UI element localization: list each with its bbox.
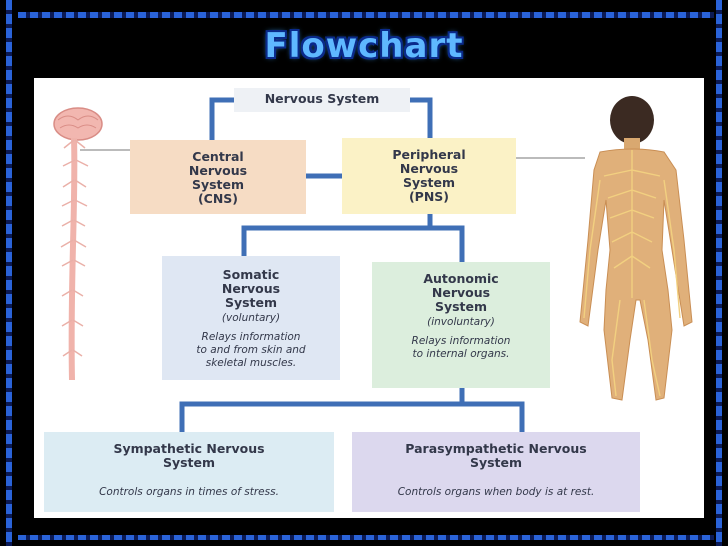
- decorative-border-left: [6, 0, 12, 546]
- node-cns: Central Nervous System (CNS): [130, 140, 306, 214]
- node-parasympathetic-description: Controls organs when body is at rest.: [397, 486, 595, 498]
- node-parasympathetic-title: Parasympathetic Nervous System: [405, 441, 587, 470]
- node-cns-title: Central Nervous System (CNS): [188, 149, 248, 206]
- connector-ns-right: [407, 97, 433, 141]
- node-sympathetic-description: Controls organs in times of stress.: [99, 486, 279, 498]
- node-nervous-system-title: Nervous System: [264, 91, 380, 106]
- node-autonomic-title: Autonomic Nervous System: [423, 271, 499, 314]
- decorative-border-right: [716, 0, 722, 546]
- node-somatic-description: Relays information to and from skin and …: [196, 331, 306, 369]
- node-autonomic-qualifier: (involuntary): [427, 316, 495, 328]
- node-pns: Peripheral Nervous System (PNS): [342, 138, 516, 214]
- brain-spinal-cord-illustration: [53, 107, 103, 381]
- node-nervous-system: Nervous System: [234, 88, 410, 112]
- node-somatic: Somatic Nervous System (voluntary) Relay…: [162, 256, 340, 380]
- node-somatic-qualifier: (voluntary): [221, 312, 281, 324]
- node-parasympathetic: Parasympathetic Nervous System Controls …: [352, 432, 640, 512]
- node-autonomic-description: Relays information to internal organs.: [411, 335, 511, 360]
- slide-title: Flowchart: [264, 26, 464, 66]
- node-sympathetic: Sympathetic Nervous System Controls orga…: [44, 432, 334, 512]
- decorative-border-bottom: [18, 535, 714, 540]
- node-somatic-title: Somatic Nervous System: [221, 267, 281, 310]
- decorative-border-top: [18, 12, 714, 18]
- node-sympathetic-title: Sympathetic Nervous System: [113, 441, 265, 470]
- node-pns-title: Peripheral Nervous System (PNS): [392, 147, 466, 204]
- connector-ns-left: [209, 97, 237, 143]
- human-body-nerves-illustration: [579, 96, 693, 401]
- node-autonomic: Autonomic Nervous System (involuntary) R…: [372, 262, 550, 388]
- connector-lines: [179, 97, 525, 435]
